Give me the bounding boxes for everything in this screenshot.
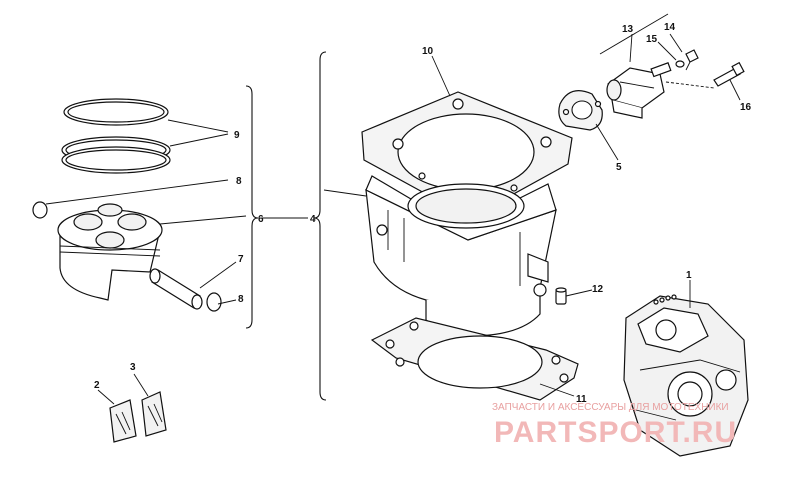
callout-8-upper: 8: [236, 176, 242, 187]
callout-16: 16: [740, 102, 752, 113]
engine-thumbnail: [623, 294, 749, 457]
callout-4: 4: [310, 214, 316, 225]
brace-6: [245, 85, 259, 329]
brace-4: [313, 51, 327, 401]
watermark-tagline: ЗАПЧАСТИ И АКСЕССУАРЫ ДЛЯ МОТОТЕХНИКИ: [492, 402, 729, 413]
callout-15: 15: [646, 34, 658, 45]
cylinder-head-gasket: [361, 91, 573, 219]
circlip-right: [206, 292, 222, 312]
callout-10: 10: [422, 46, 434, 57]
cylinder-base-gasket: [370, 317, 579, 401]
circlip-left: [32, 201, 48, 219]
tensioner-gasket: [558, 90, 603, 131]
chain-tensioner: [606, 62, 672, 119]
dowel-pin: [555, 287, 567, 305]
sealing-washer: [675, 60, 685, 68]
callout-5: 5: [616, 162, 622, 173]
callout-1: 1: [686, 270, 692, 281]
piston: [57, 203, 163, 301]
callout-2: 2: [94, 380, 100, 391]
pad-2: [109, 399, 137, 443]
watermark-brand: PARTSPORT.RU: [494, 416, 737, 449]
callout-6: 6: [258, 214, 264, 225]
tensioner-plug-screw: [685, 49, 699, 71]
leader-lines: [45, 13, 741, 405]
callout-12: 12: [592, 284, 604, 295]
pad-3: [141, 391, 167, 437]
piston-rings: [61, 98, 171, 174]
callout-8-lower: 8: [238, 294, 244, 305]
piston-pin: [149, 268, 203, 310]
callout-7: 7: [238, 254, 244, 265]
callout-9: 9: [234, 130, 240, 141]
cylinder: [365, 175, 557, 337]
tensioner-bolt: [713, 61, 745, 87]
callout-3: 3: [130, 362, 136, 373]
callout-13: 13: [622, 24, 634, 35]
callout-11: 11: [576, 394, 587, 405]
callout-14: 14: [664, 22, 676, 33]
